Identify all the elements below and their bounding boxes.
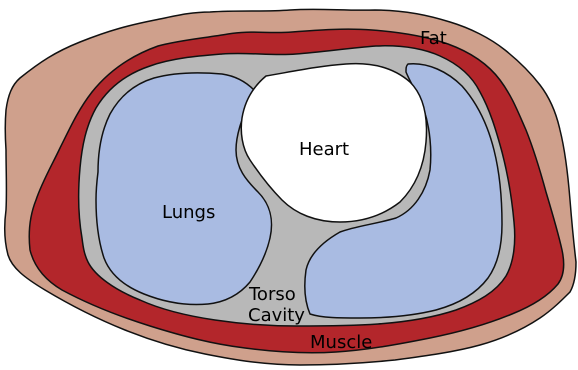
torso-label: Torso: [248, 284, 296, 305]
heart-label: Heart: [299, 139, 349, 160]
cavity-label: Cavity: [248, 305, 305, 326]
fat-label: Fat: [420, 28, 447, 49]
lungs-label: Lungs: [162, 202, 215, 223]
muscle-label: Muscle: [310, 332, 372, 353]
